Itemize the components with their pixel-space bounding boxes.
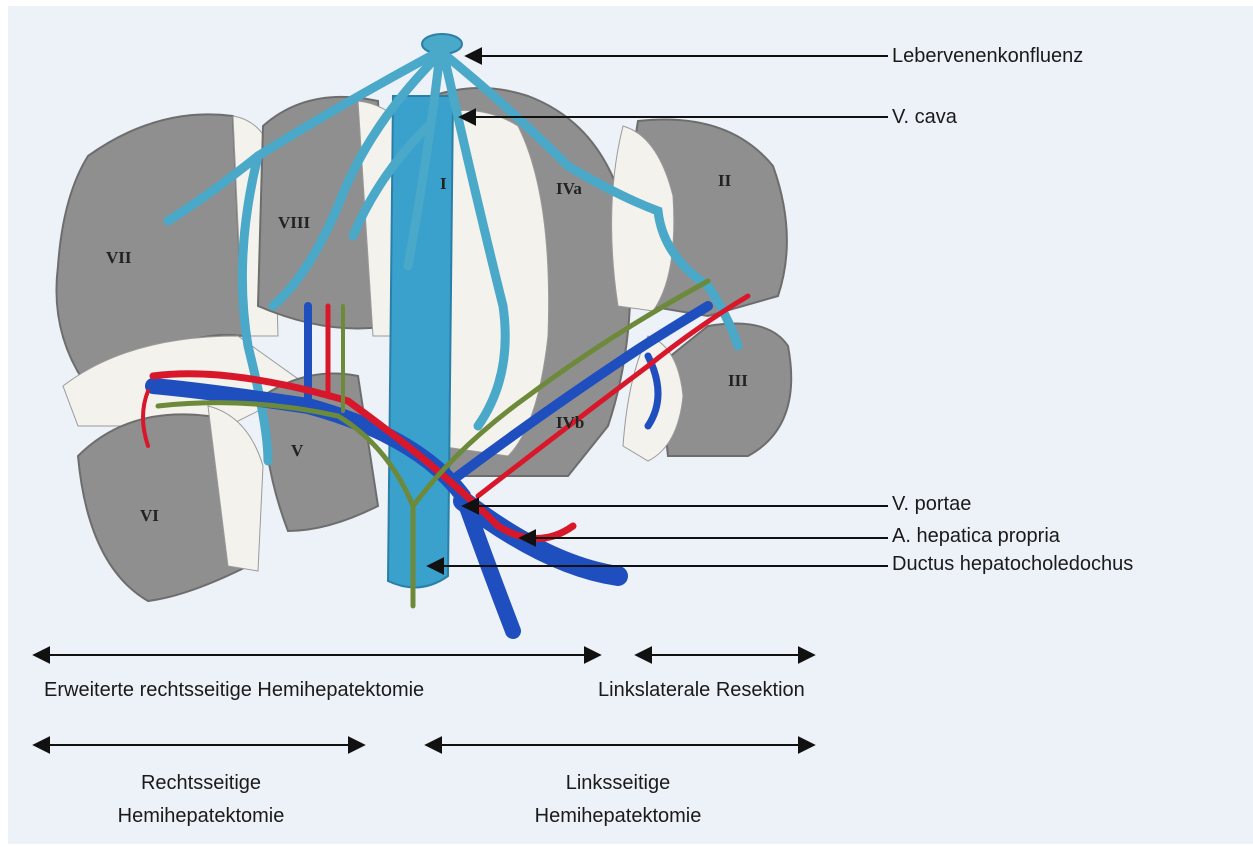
liver-resection-figure: I II III IVa IVb V VI VII VIII Lebervene… [8, 6, 1253, 844]
label-v-cava: V. cava [892, 105, 957, 129]
segment-label-vi: VI [140, 506, 159, 525]
liver-illustration: I II III IVa IVb V VI VII VIII [8, 6, 1253, 844]
segment-label-iii: III [728, 371, 748, 390]
label-erweiterte-rechtsseitige-hemihepatektomie: Erweiterte rechtsseitige Hemihepatektomi… [44, 678, 424, 702]
segment-label-i: I [440, 174, 447, 193]
segment-label-vii: VII [106, 248, 132, 267]
label-lebervenenkonfluenz: Lebervenenkonfluenz [892, 44, 1083, 68]
label-v-portae: V. portae [892, 492, 971, 516]
label-a-hepatica-propria: A. hepatica propria [892, 524, 1060, 548]
segment-label-ivb: IVb [556, 413, 584, 432]
segment-label-viii: VIII [278, 213, 311, 232]
label-linkslaterale-resektion: Linkslaterale Resektion [598, 678, 805, 702]
segment-label-iva: IVa [556, 179, 582, 198]
label-ductus-hepatocholedochus: Ductus hepatocholedochus [892, 552, 1133, 576]
label-linksseitige-hemihepatektomie: Linksseitige Hemihepatektomie [483, 767, 753, 833]
segment-label-ii: II [718, 171, 732, 190]
label-rechtsseitige-hemihepatektomie: Rechtsseitige Hemihepatektomie [66, 767, 336, 833]
vena-cava-vessel [388, 34, 462, 587]
segment-ii-iii-lobe [612, 119, 792, 461]
segment-label-v: V [291, 441, 304, 460]
